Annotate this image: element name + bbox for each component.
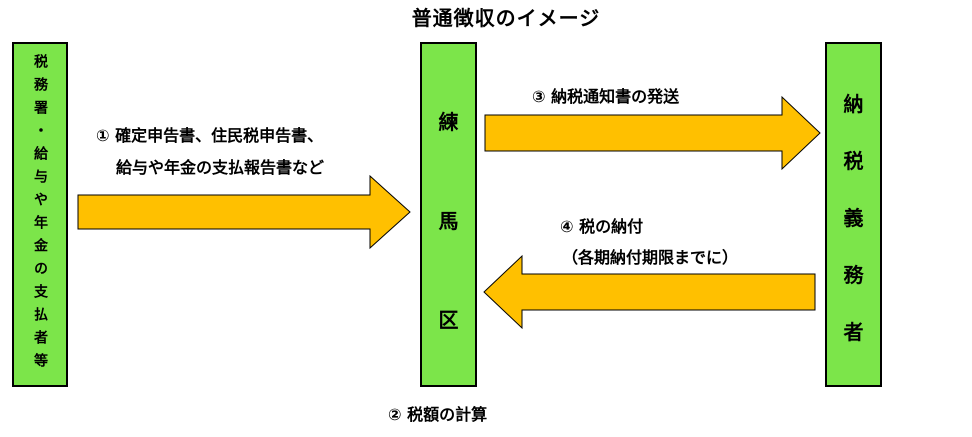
nerima-char-3: 区 xyxy=(438,308,459,332)
taxpayer-char-5: 者 xyxy=(843,320,864,344)
tax-office-payers-text: 税務署・給与や年金の支払者等 xyxy=(32,53,48,376)
arrow3-label: ③ 納税通知書の発送 xyxy=(532,87,680,106)
nerima-char-1: 練 xyxy=(438,110,459,134)
arrow1-label-line2: 給与や年金の支払報告書など xyxy=(116,158,325,177)
nerima-char-2: 馬 xyxy=(438,209,459,233)
taxpayer-char-1: 納 xyxy=(843,92,864,116)
arrow-payment-to-nerima xyxy=(483,254,816,330)
diagram-title: 普通徴収のイメージ xyxy=(411,6,601,30)
arrow-notice-to-taxpayer xyxy=(484,95,821,171)
arrow-submission-to-nerima xyxy=(77,174,411,250)
arrow4-label-line1: ④ 税の納付 xyxy=(560,217,644,236)
taxpayer-char-3: 義 xyxy=(843,206,864,230)
arrow1-label-line1: ① 確定申告書、住民税申告書、 xyxy=(96,126,324,145)
arrow4-label-line2: （各期納付期限までに） xyxy=(562,248,739,267)
taxpayer-char-2: 税 xyxy=(843,149,864,173)
box-nerima-ward: 練 馬 区 xyxy=(420,42,477,387)
step2-label: ② 税額の計算 xyxy=(388,405,488,424)
box-taxpayer: 納 税 義 務 者 xyxy=(825,42,882,387)
box-tax-office-payers: 税務署・給与や年金の支払者等 xyxy=(12,42,68,387)
taxpayer-char-4: 務 xyxy=(843,263,864,287)
